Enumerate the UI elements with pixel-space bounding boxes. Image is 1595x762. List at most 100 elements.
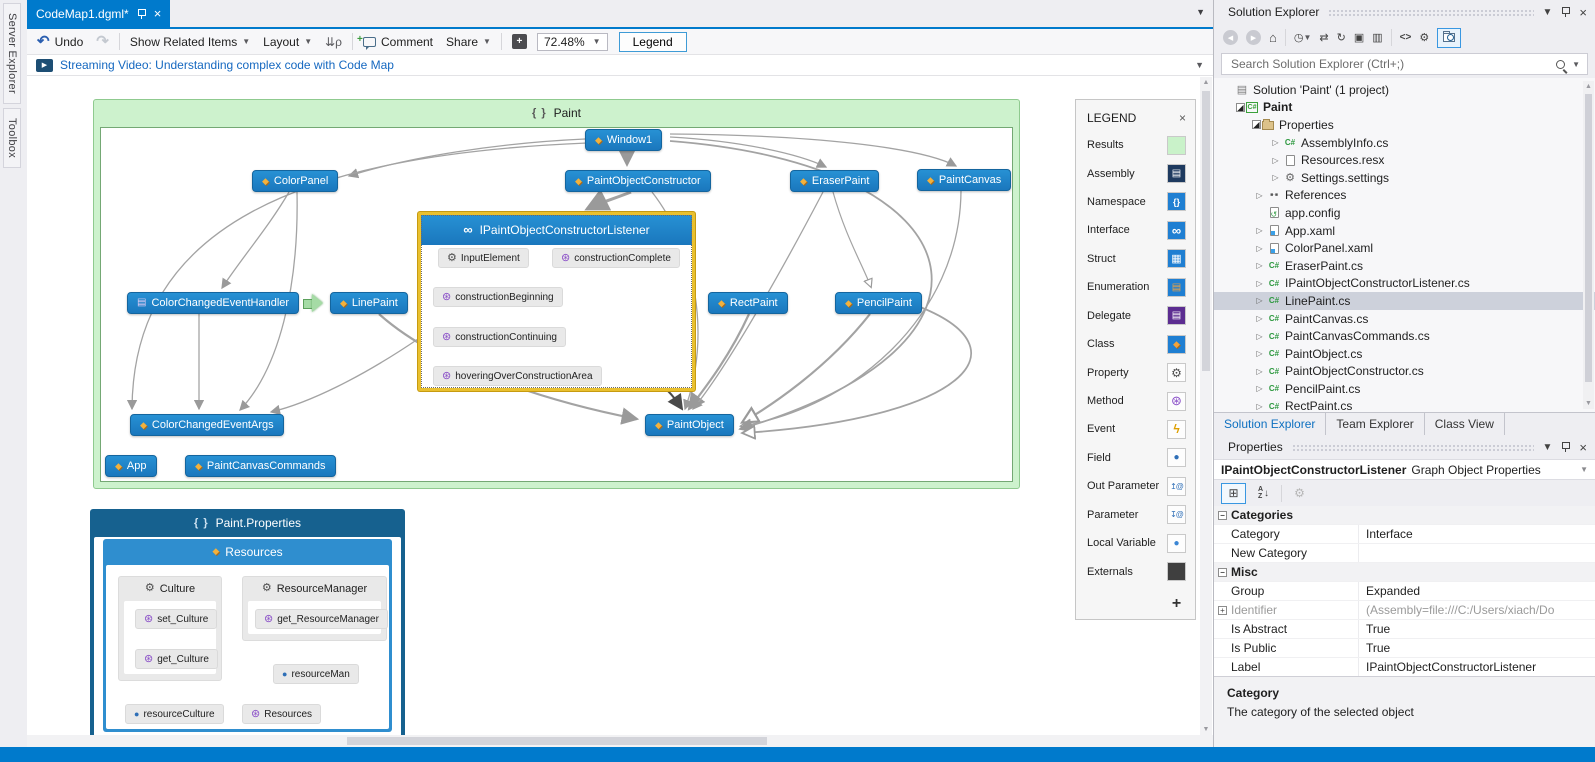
document-tab-codemap[interactable]: CodeMap1.dgml* × xyxy=(27,0,171,27)
collapsed-chevron-icon[interactable]: ▷ xyxy=(1256,384,1263,394)
legend-item-out-parameter[interactable]: Out Parameter xyxy=(1087,472,1186,500)
legend-item-method[interactable]: Method xyxy=(1087,387,1186,415)
tree-item-eraserpaint[interactable]: ▷C#EraserPaint.cs xyxy=(1214,257,1595,275)
tree-item-app-xaml[interactable]: ▷App.xaml xyxy=(1214,222,1595,240)
legend-item-interface[interactable]: Interface xyxy=(1087,216,1186,244)
layout-button[interactable]: Layout ▼ xyxy=(260,33,315,51)
member-chip-resourceman[interactable]: ●resourceMan xyxy=(273,664,359,684)
collapsed-chevron-icon[interactable]: ▷ xyxy=(1256,190,1263,200)
scroll-up-icon[interactable]: ▲ xyxy=(1202,79,1210,86)
close-tab-icon[interactable]: × xyxy=(153,6,162,21)
legend-item-namespace[interactable]: Namespace xyxy=(1087,188,1186,216)
canvas-vertical-scrollbar[interactable]: ▲ ▼ xyxy=(1200,77,1212,735)
pending-changes-filter-button[interactable]: ◷▼ xyxy=(1293,31,1312,44)
legend-add-icon[interactable]: + xyxy=(1171,594,1182,612)
view-code-button[interactable]: <> xyxy=(1399,31,1412,43)
collapsed-chevron-icon[interactable]: ▷ xyxy=(1256,331,1263,341)
tree-item-paintcanvascommands[interactable]: ▷C#PaintCanvasCommands.cs xyxy=(1214,327,1595,345)
member-chip-get-resourcemanager[interactable]: ⊛get_ResourceManager xyxy=(255,609,388,629)
legend-item-local-variable[interactable]: Local Variable xyxy=(1087,529,1186,557)
legend-item-delegate[interactable]: Delegate xyxy=(1087,302,1186,330)
collapsed-chevron-icon[interactable]: ▷ xyxy=(1256,401,1263,411)
collapsed-chevron-icon[interactable]: ▷ xyxy=(1256,243,1263,253)
tab-team-explorer[interactable]: Team Explorer xyxy=(1326,413,1425,435)
search-input[interactable] xyxy=(1229,56,1550,72)
property-row-group[interactable]: Group Expanded xyxy=(1214,582,1595,601)
canvas-horizontal-scrollbar[interactable] xyxy=(27,735,1213,747)
properties-object-selector[interactable]: IPaintObjectConstructorListener Graph Ob… xyxy=(1214,459,1595,480)
legend-item-event[interactable]: Event xyxy=(1087,415,1186,443)
refresh-button[interactable]: ↻ xyxy=(1336,31,1346,44)
pin-icon[interactable] xyxy=(1561,6,1571,18)
property-row-identifier[interactable]: + Identifier (Assembly=file:///C:/Users/… xyxy=(1214,601,1595,620)
tree-item-paintobjectconstructor[interactable]: ▷C#PaintObjectConstructor.cs xyxy=(1214,363,1595,381)
collapsed-chevron-icon[interactable]: ▷ xyxy=(1256,296,1263,306)
legend-item-property[interactable]: Property xyxy=(1087,358,1186,386)
tree-item-solution[interactable]: Solution 'Paint' (1 project) xyxy=(1214,81,1595,99)
server-explorer-vertical-tab[interactable]: Server Explorer xyxy=(3,3,21,104)
tab-list-chevron-icon[interactable]: ▼ xyxy=(1196,7,1205,17)
tree-item-app-config[interactable]: app.config xyxy=(1214,204,1595,222)
solution-explorer-search-box[interactable]: ▼ xyxy=(1221,53,1588,75)
legend-close-icon[interactable]: × xyxy=(1178,110,1186,125)
member-chip-constructioncontinuing[interactable]: ⊛constructionContinuing xyxy=(433,327,566,347)
properties-title-bar[interactable]: Properties ▼ × xyxy=(1214,435,1595,459)
map-node-paintobjectconstructor[interactable]: ◆PaintObjectConstructor xyxy=(565,170,711,192)
scrollbar-thumb[interactable] xyxy=(347,737,767,745)
forward-button[interactable]: ▶ xyxy=(1246,30,1261,45)
ipaintobjectconstructorlistener-group-selected[interactable]: ∞ IPaintObjectConstructorListener ⚙Input… xyxy=(418,212,695,391)
streaming-video-link[interactable]: Streaming Video: Understanding complex c… xyxy=(60,58,394,72)
tree-item-paintobject[interactable]: ▷C#PaintObject.cs xyxy=(1214,345,1595,363)
tree-item-ipaintobjectconstructorlistener[interactable]: ▷C#IPaintObjectConstructorListener.cs xyxy=(1214,275,1595,293)
tree-item-rectpaint[interactable]: ▷C#RectPaint.cs xyxy=(1214,398,1595,412)
map-node-eraserpaint[interactable]: ◆EraserPaint xyxy=(790,170,880,192)
member-chip-get-culture[interactable]: ⊛get_Culture xyxy=(135,649,218,669)
collapsed-chevron-icon[interactable]: ▷ xyxy=(1272,155,1279,165)
collapsed-chevron-icon[interactable]: ▷ xyxy=(1256,261,1263,271)
resources-group-header[interactable]: ◆ Resources xyxy=(103,539,392,564)
solution-explorer-tree[interactable]: Solution 'Paint' (1 project) ◢C#Paint ◢P… xyxy=(1214,78,1595,412)
legend-item-assembly[interactable]: Assembly xyxy=(1087,159,1186,187)
scroll-down-icon[interactable]: ▼ xyxy=(1585,400,1592,407)
section-misc[interactable]: − Misc xyxy=(1214,563,1595,582)
map-node-paintcanvascommands[interactable]: ◆PaintCanvasCommands xyxy=(185,455,336,477)
expanded-chevron-icon[interactable]: ◢ xyxy=(1236,102,1245,112)
pin-icon[interactable] xyxy=(1561,441,1571,453)
scroll-down-icon[interactable]: ▼ xyxy=(1202,726,1210,733)
pin-icon[interactable] xyxy=(137,8,146,20)
tree-item-properties[interactable]: ◢Properties xyxy=(1214,116,1595,134)
tree-item-settings[interactable]: ▷Settings.settings xyxy=(1214,169,1595,187)
paint-properties-header[interactable]: { } Paint.Properties xyxy=(90,509,405,536)
member-chip-inputelement[interactable]: ⚙InputElement xyxy=(438,248,529,268)
scrollbar-thumb[interactable] xyxy=(1202,91,1210,371)
redo-button[interactable]: ↷ xyxy=(93,33,112,51)
collapse-section-icon[interactable]: − xyxy=(1218,567,1227,577)
properties-wrench-button[interactable]: ⚙ xyxy=(1419,31,1430,44)
legend-item-results[interactable]: Results xyxy=(1087,131,1186,159)
zoom-level-combobox[interactable]: 72.48% ▼ xyxy=(536,32,608,51)
member-chip-hoveringoverconstructionarea[interactable]: ⊛hoveringOverConstructionArea xyxy=(433,366,602,386)
collapsed-chevron-icon[interactable]: ▷ xyxy=(1256,366,1263,376)
collapsed-chevron-icon[interactable]: ▷ xyxy=(1256,314,1263,324)
search-options-chevron-icon[interactable]: ▼ xyxy=(1572,59,1580,69)
property-value[interactable]: Interface xyxy=(1366,527,1413,541)
legend-item-externals[interactable]: Externals xyxy=(1087,557,1186,585)
property-row-category[interactable]: Category Interface xyxy=(1214,525,1595,544)
property-value[interactable]: True xyxy=(1366,622,1391,636)
scroll-up-icon[interactable]: ▲ xyxy=(1585,83,1592,90)
categorized-view-button[interactable]: ⊞ xyxy=(1221,482,1246,504)
show-all-files-button[interactable]: ▥ xyxy=(1372,31,1383,44)
map-node-linepaint[interactable]: ◆LinePaint xyxy=(330,292,408,314)
expand-property-icon[interactable]: + xyxy=(1218,605,1227,615)
collapsed-chevron-icon[interactable]: ▷ xyxy=(1272,173,1279,183)
member-chip-set-culture[interactable]: ⊛set_Culture xyxy=(135,609,218,629)
section-categories[interactable]: − Categories xyxy=(1214,506,1595,525)
undo-button[interactable]: ↶ Undo xyxy=(34,33,86,51)
legend-item-class[interactable]: Class xyxy=(1087,330,1186,358)
toolbox-vertical-tab[interactable]: Toolbox xyxy=(3,107,21,168)
property-value[interactable]: IPaintObjectConstructorListener xyxy=(1366,660,1537,674)
map-node-colorpanel[interactable]: ◆ColorPanel xyxy=(252,170,339,192)
home-button[interactable]: ⌂ xyxy=(1269,29,1277,45)
map-node-window1[interactable]: ◆Window1 xyxy=(585,129,663,151)
